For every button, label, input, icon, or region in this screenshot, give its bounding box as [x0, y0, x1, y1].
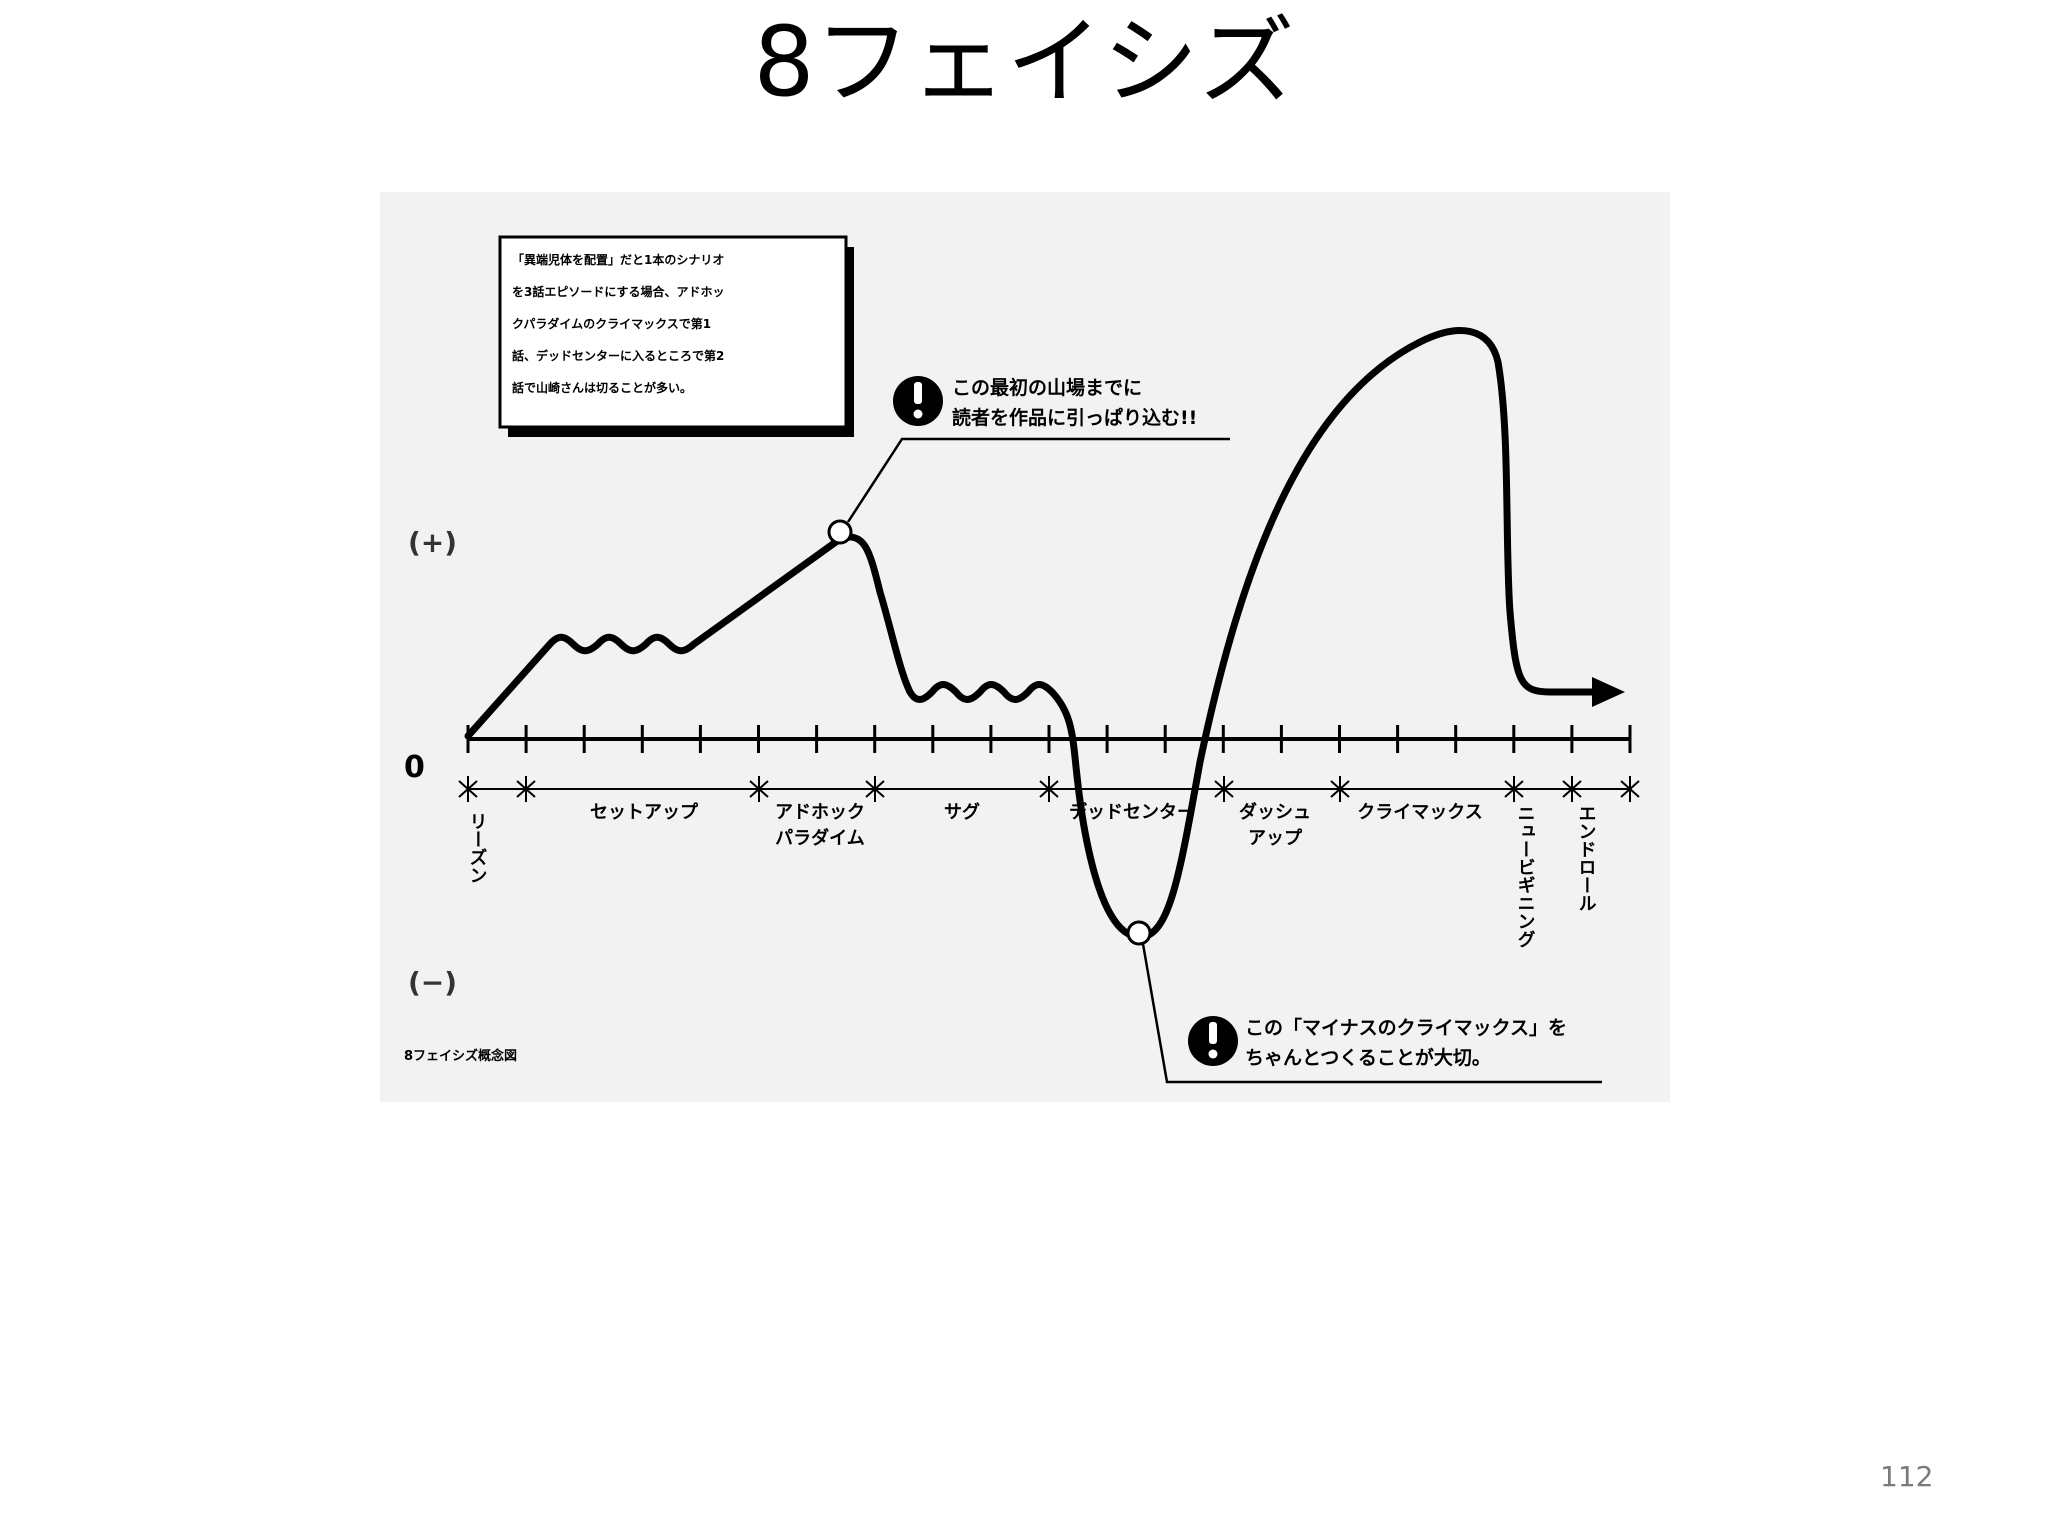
note-line: を3話エピソードにする場合、アドホッ	[512, 284, 724, 299]
eight-phases-figure: 「異端児体を配置」だと1本のシナリオ を3話エピソードにする場合、アドホッ クパ…	[380, 192, 1670, 1102]
phase-label-dead-center: デッドセンター	[1069, 801, 1195, 823]
phase-label-dash-up: ダッシュ	[1239, 801, 1311, 823]
phase-label-climax: クライマックス	[1357, 802, 1482, 823]
phase-boundary-marker	[1562, 776, 1582, 802]
first-peak-marker	[827, 519, 853, 545]
note-box	[498, 235, 848, 429]
callout-2-line: この「マイナスのクライマックス」を	[1245, 1016, 1567, 1039]
phase-label-adhoc-2: パラダイム	[775, 827, 865, 849]
figure-caption: 8フェイシズ概念図	[404, 1048, 517, 1064]
exclamation-icon	[1188, 1016, 1238, 1066]
callout-1-leader	[846, 437, 1230, 523]
phase-label-reason: リーズン	[467, 812, 488, 884]
note-line: クパラダイムのクライマックスで第1	[512, 316, 711, 331]
exclamation-icon	[893, 376, 943, 426]
phase-label-adhoc: アドホック	[775, 802, 865, 823]
curve-arrowhead	[1592, 677, 1625, 707]
phase-label-sag: サグ	[944, 801, 980, 823]
phase-boundary-marker	[865, 776, 885, 802]
slide-title: 8フェイシズ	[753, 6, 1295, 118]
phase-boundary-marker	[749, 776, 769, 802]
y-minus-label: (−)	[408, 966, 457, 999]
y-plus-label: (+)	[408, 526, 457, 559]
note-line: 話で山崎さんは切ることが多い。	[512, 380, 692, 395]
phase-label-dash-up-2: アップ	[1248, 827, 1303, 849]
callout-1-line: この最初の山場までに	[952, 376, 1142, 399]
phase-boundary-marker	[516, 776, 536, 802]
callout-2-line: ちゃんとつくることが大切。	[1245, 1046, 1491, 1069]
axis-ticks	[466, 725, 1632, 753]
phase-boundary-marker	[458, 776, 478, 802]
minus-climax-marker	[1126, 920, 1152, 946]
note-line: 話、デッドセンターに入るところで第2	[512, 348, 724, 363]
tension-curve	[464, 327, 1599, 941]
phase-boundary-marker	[1330, 776, 1350, 802]
page-number: 112	[1880, 1460, 1934, 1493]
phase-boundary-marker	[1620, 776, 1640, 802]
phase-label-setup: セットアップ	[590, 801, 699, 823]
callout-1-line: 読者を作品に引っぱり込む!!	[952, 406, 1197, 429]
note-line: 「異端児体を配置」だと1本のシナリオ	[512, 252, 724, 267]
phase-boundary-marker	[1039, 776, 1059, 802]
phase-label-new-beginning: ニュービギニング	[1515, 804, 1536, 948]
eight-phases-diagram: 「異端児体を配置」だと1本のシナリオ を3話エピソードにする場合、アドホッ クパ…	[404, 235, 1640, 1084]
phase-boundary-marker	[1214, 776, 1234, 802]
phase-label-end-roll: エンドロール	[1576, 804, 1597, 912]
phase-boundary-marker	[1504, 776, 1524, 802]
y-zero-label: 0	[404, 750, 425, 785]
phase-markers	[458, 776, 1640, 802]
callout-2-leader	[1141, 943, 1602, 1084]
